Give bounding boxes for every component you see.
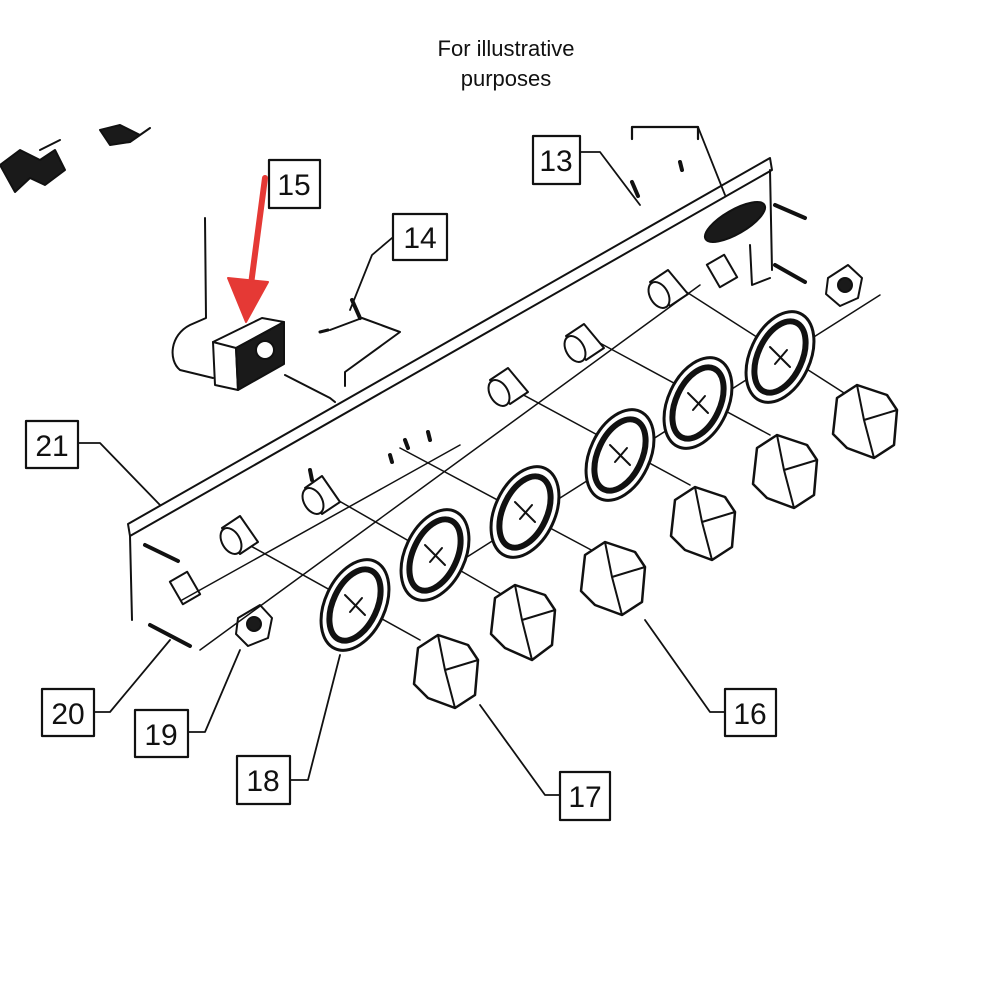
knob-5 <box>751 433 819 510</box>
knob-6 <box>831 383 899 460</box>
bezel-5 <box>662 356 734 450</box>
knob-1 <box>412 633 480 710</box>
callout-label-20: 20 <box>51 698 84 731</box>
control-panel <box>127 157 773 621</box>
electronic-module <box>171 217 336 403</box>
callout-box-21 <box>24 419 80 470</box>
callout-labels: 13 15 14 21 20 19 18 17 16 <box>35 145 766 814</box>
wire-bracket <box>318 298 401 387</box>
leader-lines <box>77 126 726 796</box>
valve-stems <box>219 269 689 555</box>
leader-12 <box>697 126 726 196</box>
leader-17 <box>479 704 561 796</box>
caption: For illustrative purposes <box>300 34 712 94</box>
panel-badge-oval <box>703 201 767 243</box>
knobs <box>412 383 899 710</box>
knob-bezels <box>319 310 816 652</box>
highlight-arrow-icon <box>227 175 269 323</box>
callout-box-16 <box>723 687 778 738</box>
callout-box-20 <box>40 687 96 738</box>
caption-line-2: purposes <box>460 66 552 91</box>
callout-box-17 <box>558 770 612 822</box>
callout-box-14 <box>391 212 449 262</box>
partial-parts-top-left <box>0 124 151 193</box>
knob-4 <box>669 485 737 562</box>
leader-21 <box>77 442 161 506</box>
caption-line-1: For illustrative <box>437 36 575 61</box>
screws <box>143 160 807 648</box>
leader-19 <box>187 649 241 733</box>
callout-label-17: 17 <box>568 781 601 814</box>
callout-label-19: 19 <box>144 719 177 752</box>
callout-box-15 <box>267 158 322 210</box>
leader-13 <box>579 151 641 206</box>
callout-label-18: 18 <box>246 765 279 798</box>
bezel-4 <box>584 408 656 502</box>
bezel-3 <box>489 465 561 559</box>
callout-box-13 <box>531 134 582 186</box>
callout-box-19 <box>133 708 190 759</box>
rotary-switch-left <box>235 604 273 647</box>
callout-box-18 <box>235 754 292 806</box>
knob-3 <box>579 540 647 617</box>
callout-label-21: 21 <box>35 430 68 463</box>
callout-label-15: 15 <box>277 169 310 202</box>
knob-2 <box>489 583 557 662</box>
callout-label-14: 14 <box>403 222 436 255</box>
rotary-switch-right <box>825 264 863 307</box>
bezel-2 <box>399 508 471 602</box>
callout-label-16: 16 <box>733 698 766 731</box>
leader-18 <box>289 654 341 781</box>
bezel-6 <box>744 310 816 404</box>
leader-14 <box>349 237 393 311</box>
callout-label-13: 13 <box>539 145 572 178</box>
callout-boxes <box>24 125 778 822</box>
leader-20 <box>93 639 171 713</box>
callout-box-12 <box>630 125 700 141</box>
leader-16 <box>644 619 726 713</box>
bezel-1 <box>319 558 391 652</box>
